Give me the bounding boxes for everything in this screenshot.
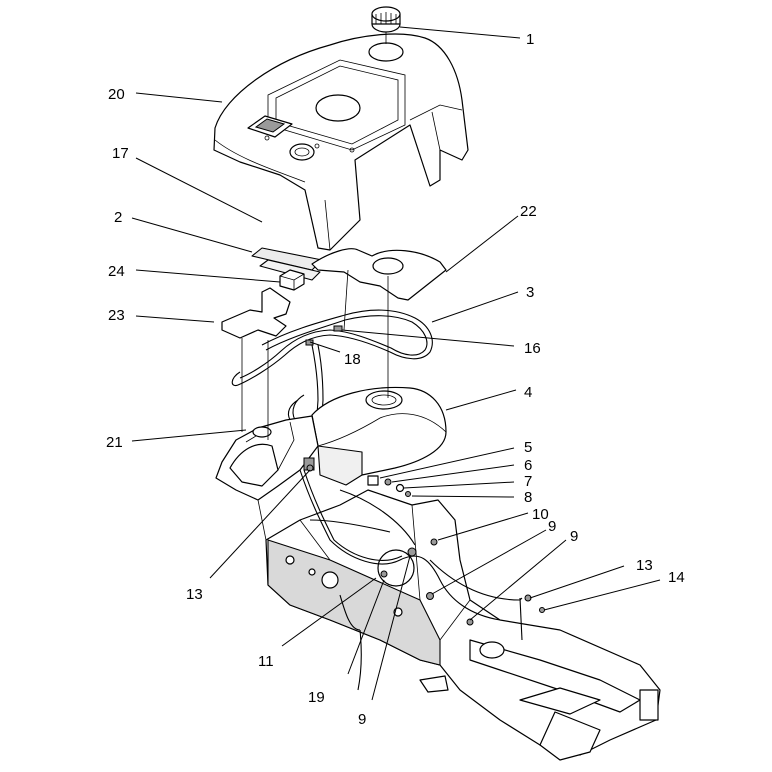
foam-block <box>279 269 305 291</box>
hood <box>213 33 469 251</box>
console-panel <box>215 415 319 501</box>
assembly-guides <box>241 32 389 541</box>
callout-8: 8 <box>524 489 532 506</box>
callout-6: 6 <box>524 457 532 474</box>
fasteners <box>306 464 545 626</box>
callout-14: 14 <box>668 569 685 586</box>
callout-16: 16 <box>524 340 541 357</box>
gasket-pad <box>311 248 447 301</box>
fuel-tank <box>311 386 447 486</box>
callout-20: 20 <box>108 86 125 103</box>
callout-10: 10 <box>532 506 549 523</box>
callout-11: 11 <box>258 653 274 670</box>
callout-1: 1 <box>526 31 534 48</box>
callout-4: 4 <box>524 384 532 401</box>
callout-19: 19 <box>308 689 325 706</box>
callout-18: 18 <box>344 351 361 368</box>
callout-2: 2 <box>114 209 122 226</box>
callout-9-lower: 9 <box>358 711 366 728</box>
callout-17: 17 <box>112 145 129 162</box>
callout-23: 23 <box>108 307 125 324</box>
callout-22: 22 <box>520 203 537 220</box>
callout-13-right: 13 <box>636 557 653 574</box>
wiring-harness <box>299 469 523 641</box>
callout-3: 3 <box>526 284 534 301</box>
callout-24: 24 <box>108 263 125 280</box>
callout-9-upper-right: 9 <box>570 528 578 545</box>
callout-9-upper-left: 9 <box>548 518 556 535</box>
callout-13-left: 13 <box>186 586 203 603</box>
callouts: 1 20 17 2 22 24 3 23 16 18 4 21 5 6 7 8 <box>106 26 685 728</box>
callout-5: 5 <box>524 439 532 456</box>
callout-7: 7 <box>524 473 532 490</box>
chassis-frame <box>265 489 661 761</box>
callout-21: 21 <box>106 434 123 451</box>
fuel-cap <box>371 6 401 33</box>
dash-pad <box>221 287 291 339</box>
